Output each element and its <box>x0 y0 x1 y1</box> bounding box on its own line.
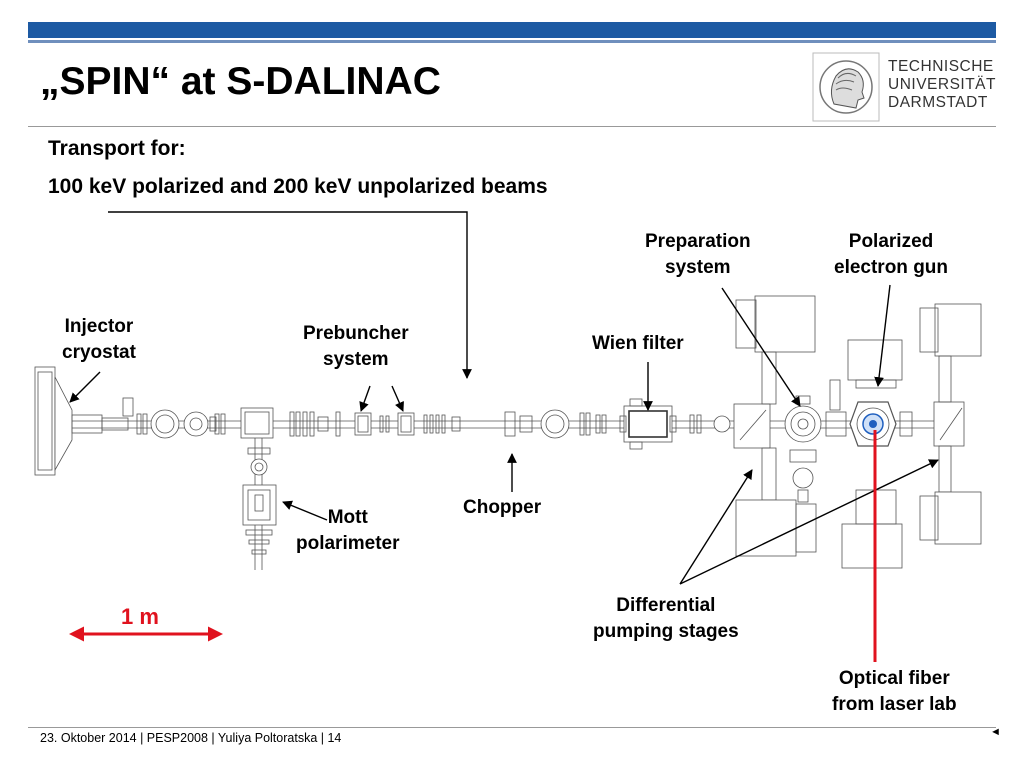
label-scale: 1 m <box>121 604 159 629</box>
footer-divider <box>28 727 996 728</box>
prebuncher-cavity-2 <box>397 412 415 436</box>
header-line <box>28 40 996 43</box>
mott-arrow <box>282 500 328 521</box>
preparation-chamber <box>784 405 822 443</box>
university-logo-text: TECHNISCHE UNIVERSITÄT DARMSTADT <box>888 58 996 111</box>
title-divider <box>28 126 996 127</box>
preparation-arrow <box>721 287 801 407</box>
prebuncher-arrow-2 <box>391 385 404 412</box>
nav-back-icon[interactable]: ◄ <box>990 726 1001 738</box>
page-title: „SPIN“ at S-DALINAC <box>40 60 441 103</box>
differential-arrow-1 <box>679 469 753 585</box>
subtitle-beams: 100 keV polarized and 200 keV unpolarize… <box>48 175 548 198</box>
wien-filter <box>623 405 673 443</box>
injector-arrow <box>69 371 101 403</box>
university-logo-icon <box>812 52 880 122</box>
prebuncher-arrow-1 <box>359 385 371 412</box>
mott-chamber <box>240 407 274 439</box>
flange-group <box>136 409 226 439</box>
label-wien-filter: Wien filter <box>592 333 684 354</box>
subtitle-transport: Transport for: <box>48 137 186 160</box>
pumping-stage-2 <box>933 401 965 447</box>
gun-coil-top <box>847 339 903 381</box>
gun-arrow <box>874 284 891 387</box>
transport-arrow <box>108 211 472 379</box>
header-bar <box>28 22 996 38</box>
prebuncher-cavity-1 <box>354 412 372 436</box>
differential-arrow-2 <box>679 459 939 585</box>
label-chopper: Chopper <box>463 497 542 518</box>
footer-text: 23. Oktober 2014 | PESP2008 | Yuliya Pol… <box>40 731 342 745</box>
